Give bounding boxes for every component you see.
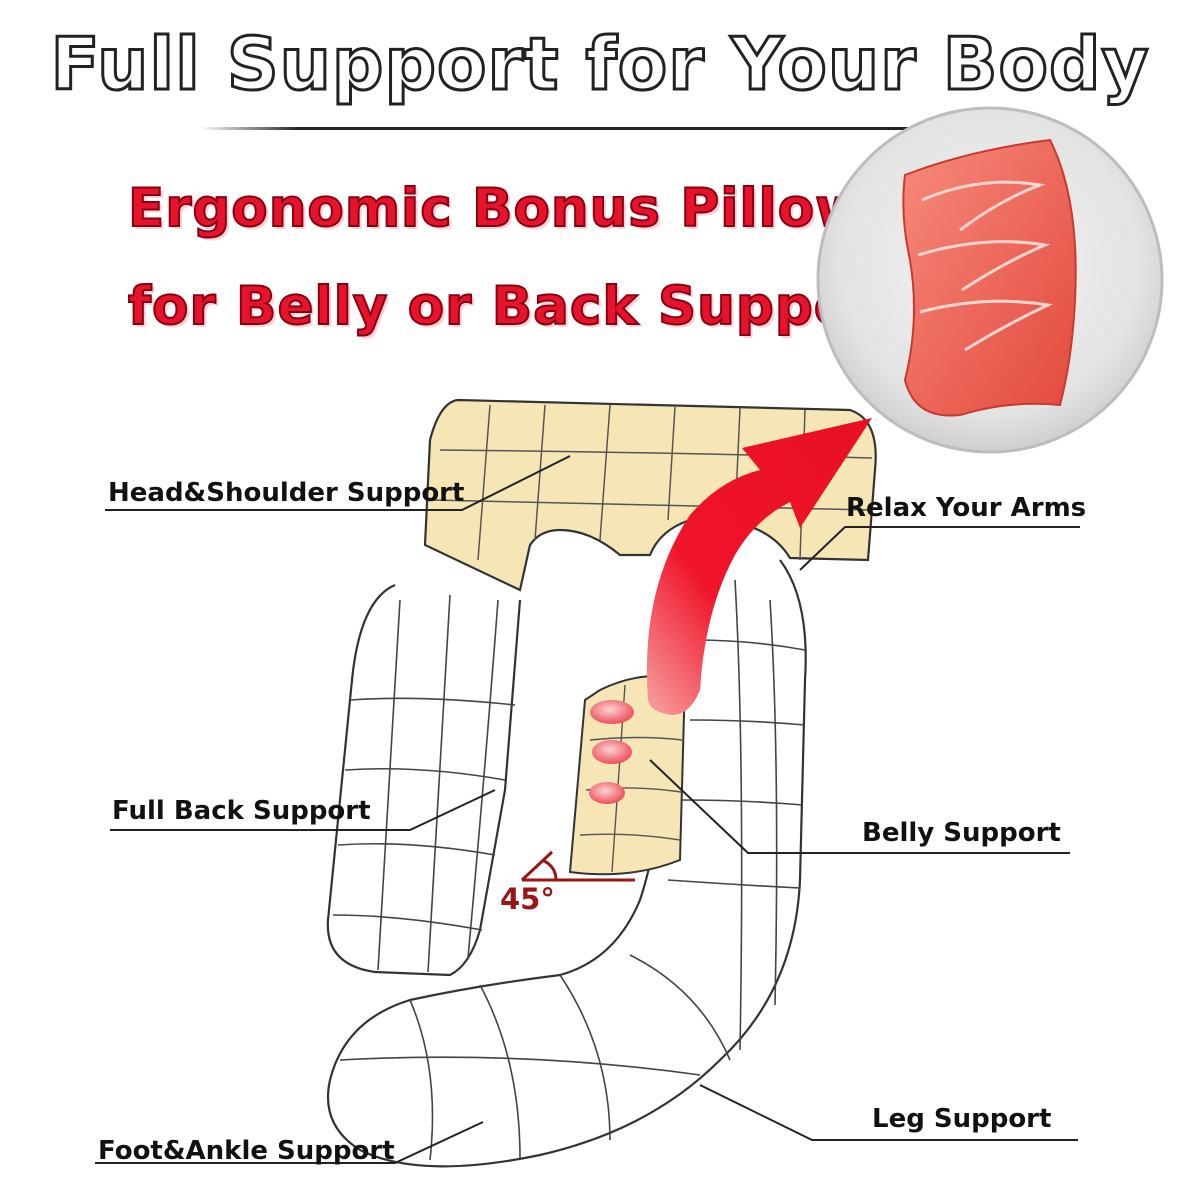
label-foot-ankle: Foot&Ankle Support	[98, 1136, 395, 1166]
leader-head-shoulder	[105, 455, 571, 511]
label-full-back: Full Back Support	[112, 796, 371, 826]
promo-line-1: Ergonomic Bonus Pillow	[127, 177, 866, 240]
label-leg: Leg Support	[872, 1104, 1052, 1134]
label-relax-arms: Relax Your Arms	[846, 493, 1087, 523]
leader-relax-arms	[799, 526, 1080, 571]
curved-arrow-icon	[646, 418, 872, 715]
leader-lines	[95, 455, 1080, 1164]
leader-full-back	[110, 789, 496, 831]
bonus-pillow-dot	[589, 782, 625, 804]
angle-label: 45°	[500, 882, 555, 916]
back-support-section	[326, 583, 522, 977]
leader-leg	[699, 1084, 1078, 1141]
quilt-grid	[332, 579, 806, 1161]
belly-pillow	[568, 674, 687, 876]
promo-line-2: for Belly or Back Support	[127, 275, 905, 338]
leg-support-section	[326, 559, 807, 1168]
bonus-pillow-zoom	[816, 106, 1164, 454]
bonus-pillow-dot	[592, 740, 632, 764]
headline-divider	[200, 127, 1030, 130]
headline: Full Support for Your Body	[49, 21, 1150, 108]
angle-marker-icon	[520, 850, 635, 882]
label-belly: Belly Support	[862, 818, 1061, 848]
u-pillow	[326, 559, 807, 1168]
leader-foot-ankle	[95, 1121, 484, 1164]
leader-belly	[649, 759, 1070, 854]
bonus-pillow-dot	[590, 700, 634, 724]
label-head-shoulder: Head&Shoulder Support	[108, 478, 465, 508]
